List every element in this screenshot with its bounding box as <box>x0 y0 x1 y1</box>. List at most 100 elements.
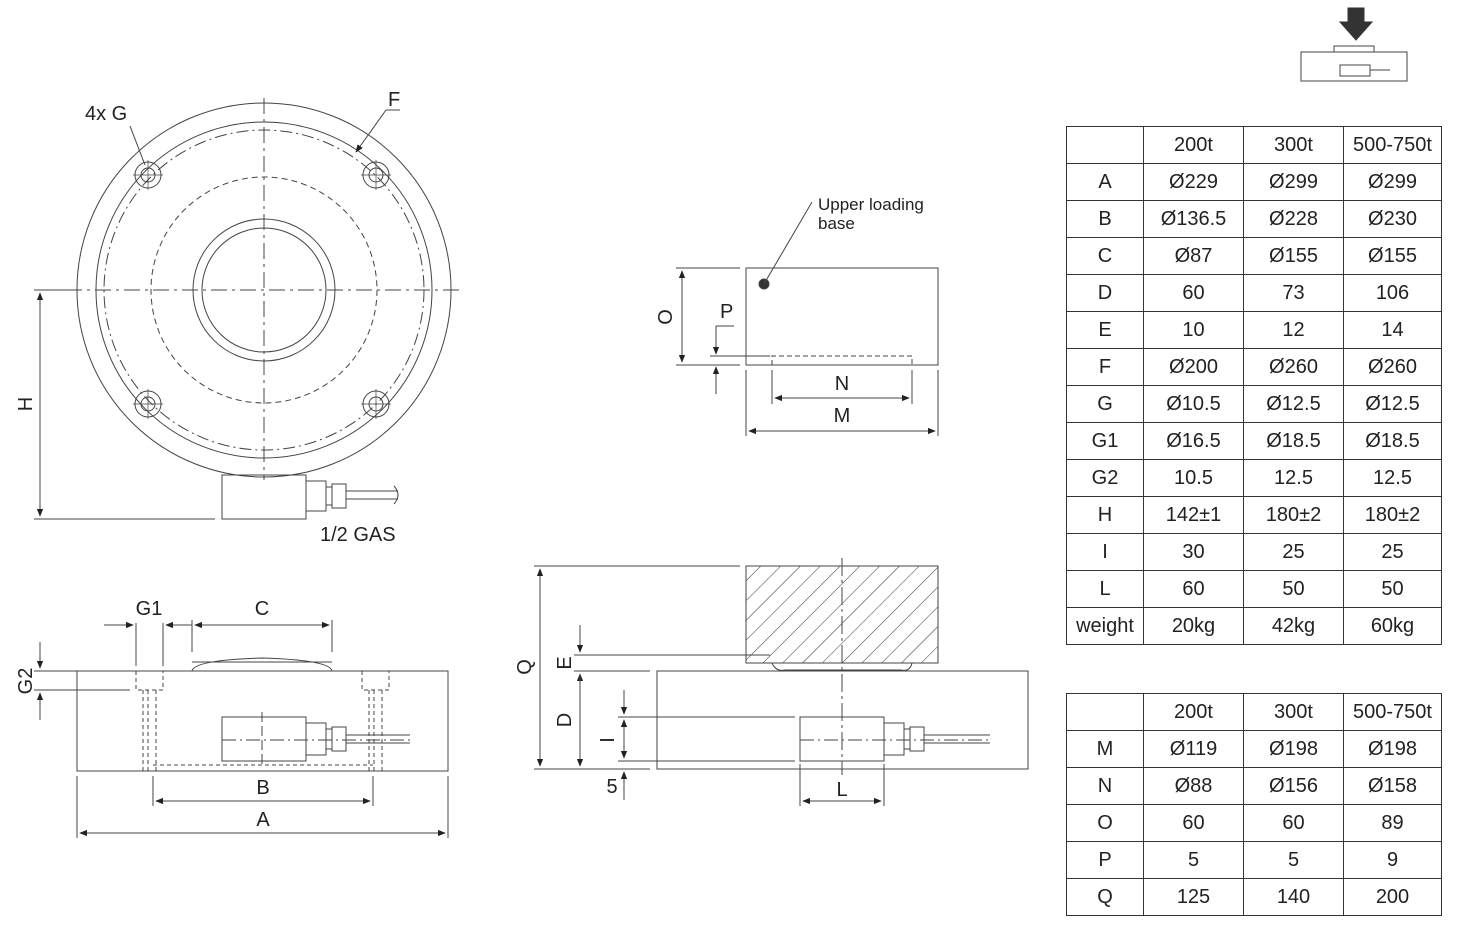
label-i: I <box>597 737 619 743</box>
label-g1: G1 <box>136 598 163 620</box>
assembly-view <box>534 558 1029 806</box>
table-cell: 12 <box>1243 311 1344 349</box>
column-header: 300t <box>1243 126 1344 164</box>
table-cell: 89 <box>1343 804 1442 842</box>
table-cell: Ø12.5 <box>1343 385 1442 423</box>
table-cell: Ø155 <box>1243 237 1344 275</box>
label-q: Q <box>514 659 536 675</box>
table-cell: 10 <box>1143 311 1244 349</box>
row-label: I <box>1066 533 1144 571</box>
table-cell: Ø260 <box>1243 348 1344 386</box>
label-f: F <box>388 89 400 111</box>
table-cell: 60 <box>1243 804 1344 842</box>
table-cell: 200 <box>1343 878 1442 916</box>
table-cell: Ø200 <box>1143 348 1244 386</box>
table-cell: 180±2 <box>1243 496 1344 534</box>
side-section-view <box>34 620 449 838</box>
table-cell: Ø228 <box>1243 200 1344 238</box>
row-label: G1 <box>1066 422 1144 460</box>
table-cell: 50 <box>1243 570 1344 608</box>
row-label: C <box>1066 237 1144 275</box>
label-e: E <box>554 656 576 669</box>
mounting-holes <box>133 160 391 419</box>
table-cell: 60 <box>1143 274 1244 312</box>
label-upper-base-1: Upper loading <box>818 195 924 214</box>
top-view <box>34 98 463 520</box>
column-header: 200t <box>1143 693 1244 731</box>
row-label: E <box>1066 311 1144 349</box>
column-header: 200t <box>1143 126 1244 164</box>
label-gas: 1/2 GAS <box>320 524 396 546</box>
table-cell: 20kg <box>1143 607 1244 645</box>
label-d: D <box>554 713 576 727</box>
table-cell: 60kg <box>1343 607 1442 645</box>
table-cell: Ø229 <box>1143 163 1244 201</box>
load-direction-icon <box>1300 7 1408 82</box>
row-label: P <box>1066 841 1144 879</box>
table-cell: 60 <box>1143 804 1244 842</box>
table-cell: Ø198 <box>1343 730 1442 768</box>
row-label: N <box>1066 767 1144 805</box>
table-cell: Ø136.5 <box>1143 200 1244 238</box>
table-cell: 12.5 <box>1243 459 1344 497</box>
row-label: F <box>1066 348 1144 386</box>
table-cell: 50 <box>1343 570 1442 608</box>
table-cell: 9 <box>1343 841 1442 879</box>
table-cell: Ø12.5 <box>1243 385 1344 423</box>
table-cell: Ø88 <box>1143 767 1244 805</box>
table-cell: 5 <box>1243 841 1344 879</box>
row-label: H <box>1066 496 1144 534</box>
table-cell: 140 <box>1243 878 1344 916</box>
label-m: M <box>834 405 851 427</box>
table-cell: Ø10.5 <box>1143 385 1244 423</box>
table-cell: 30 <box>1143 533 1244 571</box>
label-g2: G2 <box>15 668 37 695</box>
column-header: 300t <box>1243 693 1344 731</box>
label-o: O <box>655 309 677 325</box>
table-cell: Ø156 <box>1243 767 1344 805</box>
row-label: O <box>1066 804 1144 842</box>
column-header <box>1066 693 1144 731</box>
table-cell: Ø119 <box>1143 730 1244 768</box>
row-label: L <box>1066 570 1144 608</box>
table-cell: 14 <box>1343 311 1442 349</box>
column-header: 500-750t <box>1343 126 1442 164</box>
table-cell: Ø18.5 <box>1343 422 1442 460</box>
row-label: A <box>1066 163 1144 201</box>
table-cell: 42kg <box>1243 607 1344 645</box>
table-cell: 125 <box>1143 878 1244 916</box>
label-n: N <box>835 373 849 395</box>
row-label: weight <box>1066 607 1144 645</box>
label-h: H <box>15 397 37 411</box>
table-cell: 12.5 <box>1343 459 1442 497</box>
column-header <box>1066 126 1144 164</box>
label-c: C <box>255 598 269 620</box>
table-cell: Ø16.5 <box>1143 422 1244 460</box>
row-label: D <box>1066 274 1144 312</box>
label-p: P <box>720 301 733 323</box>
table-cell: 106 <box>1343 274 1442 312</box>
label-4xg: 4x G <box>85 103 127 125</box>
label-five: 5 <box>606 776 617 798</box>
table-cell: 142±1 <box>1143 496 1244 534</box>
table-cell: 25 <box>1343 533 1442 571</box>
label-l: L <box>836 779 847 801</box>
